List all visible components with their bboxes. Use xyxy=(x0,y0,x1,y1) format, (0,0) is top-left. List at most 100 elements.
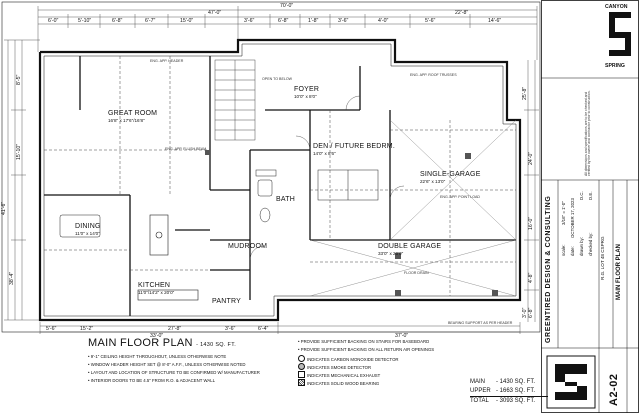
room-great-room: GREAT ROOM xyxy=(108,110,158,117)
dim-left-seg: 15'-10" xyxy=(16,143,22,160)
legend-mech-exhaust: INDICATES MECHANICAL EXHAUST xyxy=(298,371,380,378)
legend-mech-exhaust-text: INDICATES MECHANICAL EXHAUST xyxy=(307,373,381,378)
dim-top-right: 22'-8" xyxy=(455,10,469,16)
room-great-room-size: 16'8" x 17'6"/16'8" xyxy=(108,118,145,123)
dim-top-seg: 14'-6" xyxy=(488,18,502,24)
dim-bottom-seg: 27'-8" xyxy=(168,326,182,332)
dim-right-seg: 24'-0" xyxy=(528,151,534,165)
room-bath: BATH xyxy=(276,196,295,203)
note-bearing-support: BEARING SUPPORT AS PER HEADER xyxy=(448,321,513,325)
dim-top-overall: 70'-0" xyxy=(280,3,294,9)
area-divider xyxy=(470,396,548,397)
dim-top-left: 47'-0" xyxy=(208,10,222,16)
legend-co-detector: INDICATES CARBON MONOXIDE DETECTOR xyxy=(298,355,399,362)
sheet-number: A2-02 xyxy=(608,373,620,406)
dim-left-overall: 41'-6" xyxy=(1,201,7,215)
kitchen-island xyxy=(137,214,199,301)
dim-top-seg: 5'-10" xyxy=(78,18,92,24)
stair-treads xyxy=(214,59,256,141)
dim-top-seg: 6'-0" xyxy=(48,18,59,24)
den-closet xyxy=(317,169,379,201)
dim-bottom-seg: 6'-4" xyxy=(258,326,269,332)
sheet-title-block: CANYON SPRING All dimensions and specifi… xyxy=(541,0,639,413)
dim-bottom-seg: 3'-6" xyxy=(225,326,236,332)
room-foyer-size: 10'0" x 8'0" xyxy=(294,94,317,99)
area-total-value: - 3093 SQ. FT. xyxy=(496,398,536,404)
solid-wood-bearing-icon xyxy=(298,379,305,386)
door-swings xyxy=(249,95,405,261)
co-detector-icon xyxy=(298,355,305,362)
garage-cross-lines xyxy=(309,119,517,297)
field-checked-label: checked by: xyxy=(588,232,593,256)
general-note: • INTERIOR DOORS TO BE 4.5" FROM R.O. & … xyxy=(88,378,216,383)
room-pantry: PANTRY xyxy=(212,298,241,305)
field-scale-value: 3/16" = 1'-0" xyxy=(561,201,566,225)
dim-top-seg: 15'-0" xyxy=(180,18,194,24)
dim-top-seg: 1'-8" xyxy=(308,18,319,24)
interior-walls xyxy=(44,56,516,316)
general-note: • WINDOW HEADER HEIGHT SET @ 8'-0" A.F.F… xyxy=(88,362,246,367)
bottom-dimension-lines xyxy=(39,322,521,334)
top-dimension-lines xyxy=(37,6,538,60)
room-kitchen: KITCHEN xyxy=(138,282,171,289)
plan-title-text: MAIN FLOOR PLAN xyxy=(88,337,193,349)
note-floor-drain: FLOOR DRAIN xyxy=(404,271,429,275)
beam-lines xyxy=(44,56,516,296)
logo-top-text: CANYON xyxy=(605,4,628,10)
area-main-label: MAIN xyxy=(470,379,485,385)
legend-note: • PROVIDE SUFFICIENT BACKING ON STAIRS F… xyxy=(298,339,430,344)
dim-right-seg: 4'-8" xyxy=(528,272,534,283)
legend-wood-bearing: INDICATES SOLID WOOD BEARING xyxy=(298,379,379,386)
dim-bottom-seg: 5'-6" xyxy=(46,326,57,332)
note-flush-beam: ENG. APP. FLUSH BEAM xyxy=(165,147,207,151)
area-main: MAIN - 1430 SQ. FT. xyxy=(470,379,535,385)
dim-top-seg: 6'-8" xyxy=(112,18,123,24)
sheet-project-title: MAIN FLOOR PLAN xyxy=(616,244,622,300)
room-double-garage: DOUBLE GARAGE xyxy=(378,243,442,250)
dim-top-seg: 3'-6" xyxy=(338,18,349,24)
area-upper: UPPER- 1663 SQ. FT. xyxy=(470,388,535,394)
area-total-label: TOTAL xyxy=(470,398,489,404)
room-den: DEN / FUTURE BEDRM. xyxy=(313,143,395,150)
sheet-logo-mark-icon xyxy=(546,355,596,409)
dim-right-seg: 6'-8" xyxy=(528,307,534,318)
area-upper-label: UPPER xyxy=(470,388,491,394)
room-single-garage: SINGLE-GARAGE xyxy=(420,171,481,178)
legend-co-detector-text: INDICATES CARBON MONOXIDE DETECTOR xyxy=(307,357,399,362)
area-total: TOTAL - 3093 SQ. FT. xyxy=(470,398,535,404)
room-den-size: 14'0" x 8'6" xyxy=(313,151,336,156)
left-dimension-lines xyxy=(4,39,40,321)
dim-left-seg: 8'-5" xyxy=(16,74,22,85)
dim-left-seg: 38'-4" xyxy=(9,271,15,285)
room-dining-size: 11'0" x 14'0" xyxy=(75,231,100,236)
point-load-markers xyxy=(205,150,498,296)
lot-number: R.G. LOT 48 CSPRG xyxy=(600,236,605,280)
dim-bottom-seg: 15'-2" xyxy=(80,326,94,332)
field-drawn-value: D.C. xyxy=(579,191,584,200)
field-drawn-label: drawn by: xyxy=(579,236,584,256)
plan-title: MAIN FLOOR PLAN - 1430 SQ. FT. xyxy=(88,338,236,349)
room-dining: DINING xyxy=(75,223,101,230)
title-block: MAIN FLOOR PLAN - 1430 SQ. FT. • 9'-1" C… xyxy=(0,335,588,413)
general-note: • 9'-1" CEILING HEIGHT THROUGHOUT, UNLES… xyxy=(88,354,227,359)
note-point-load: ENG. APP. POINT LOAD xyxy=(440,195,481,199)
plan-title-area: - 1430 SQ. FT. xyxy=(196,342,237,348)
dining-table xyxy=(59,214,101,238)
dim-bottom-left: 33'-0" xyxy=(150,333,164,339)
sheet-disclaimer: All dimensions and specifications are to… xyxy=(584,90,592,176)
firm-name: GREENTIRED DESIGN & CONSULTING xyxy=(545,195,552,343)
room-kitchen-size: 11'0"/14'2" x 20'0" xyxy=(138,290,175,295)
legend-note: • PROVIDE SUFFICIENT BACKING ON ALL RETU… xyxy=(298,347,435,352)
dim-top-seg: 3'-6" xyxy=(244,18,255,24)
canyon-spring-logo-icon xyxy=(609,12,631,56)
logo-bottom-text: SPRING xyxy=(605,63,625,69)
legend-smoke-detector: INDICATES SMOKE DETECTOR xyxy=(298,363,371,370)
field-checked-value: D.E. xyxy=(588,191,593,200)
dim-bottom-right: 37'-0" xyxy=(395,333,409,339)
bath-fixtures xyxy=(255,169,277,223)
field-date-value: OCTOBER 17, 2023 xyxy=(570,198,575,238)
area-main-value: - 1430 SQ. FT. xyxy=(496,379,536,385)
right-dimension-lines xyxy=(524,60,539,322)
room-double-garage-size: 33'0" x 20'0" xyxy=(378,251,404,256)
